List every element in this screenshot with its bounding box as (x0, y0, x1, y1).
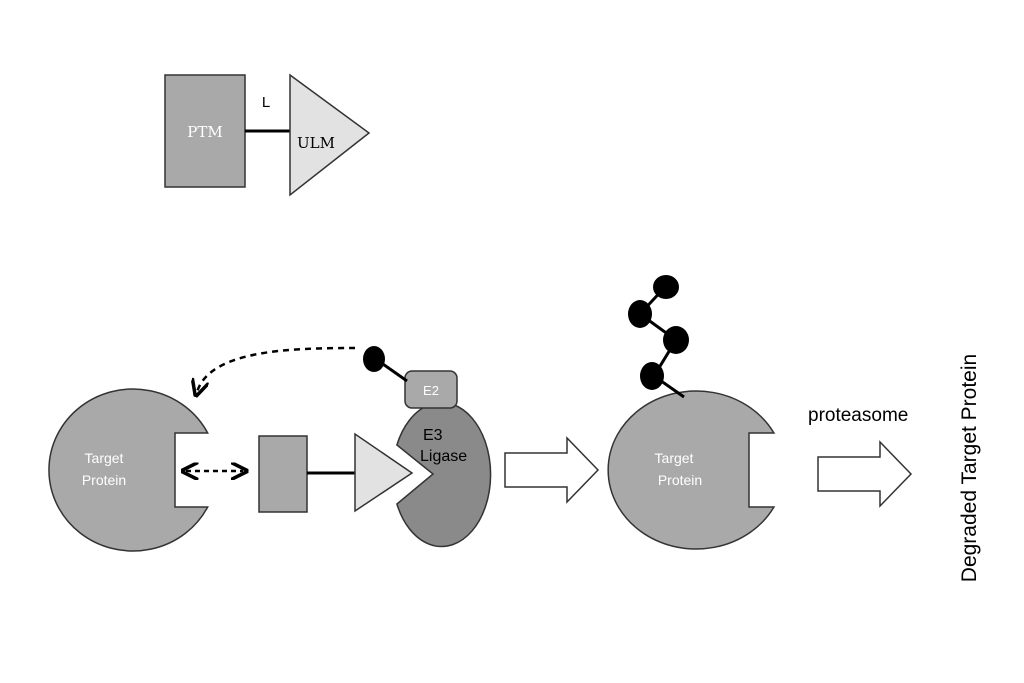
ubiquitin-bead (363, 346, 385, 372)
ubiquitin-bead (663, 326, 689, 354)
process-arrow-2 (817, 440, 913, 508)
protac-molecule (258, 432, 414, 513)
target-protein-right: Target Protein (607, 390, 776, 550)
ubiquitin-bead (628, 300, 652, 328)
e3-ligase-complex: E3 Ligase E2 (363, 346, 492, 548)
ptm-label: PTM (187, 123, 222, 141)
ubiquitin-link (379, 360, 408, 383)
ubiquitin-bead (640, 362, 664, 390)
ptm-box (164, 74, 246, 188)
process-arrow-1 (504, 436, 600, 504)
degraded-target-protein-label: Degraded Target Protein (958, 354, 981, 582)
target-protein-left: Target Protein (48, 388, 209, 552)
e3-label-line1: E3 (423, 427, 443, 444)
ptm-box-bound (258, 435, 308, 513)
e2-label: E2 (423, 383, 439, 398)
e2-box (404, 370, 458, 409)
protac-legend: PTM L ULM (164, 73, 371, 197)
target-protein-shape (48, 388, 209, 552)
target-protein-shape-ubiquitinated (607, 390, 776, 550)
target-protein-label-line1: Target (85, 450, 124, 466)
polyubiquitin-chain (628, 275, 689, 399)
target-protein-label-line1-right: Target (655, 450, 694, 466)
ubiquitin-bead (653, 275, 679, 299)
ulm-triangle (289, 73, 371, 197)
proteasome-label: proteasome (808, 405, 908, 426)
linker-label: L (262, 94, 270, 111)
target-protein-label-line2: Protein (82, 472, 126, 488)
ulm-triangle-bound (354, 432, 414, 513)
ubiquitin-transfer-arrow (197, 346, 356, 392)
ulm-label: ULM (297, 134, 335, 152)
target-protein-label-line2-right: Protein (658, 472, 702, 488)
e3-label-line2: Ligase (420, 448, 467, 465)
